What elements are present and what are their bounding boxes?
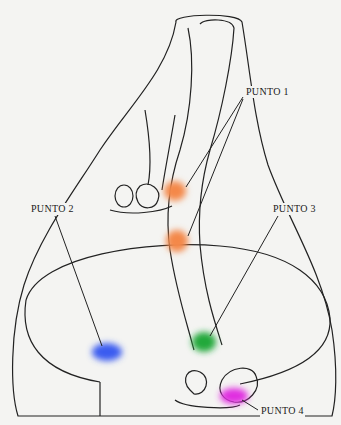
joint-line [110, 206, 172, 213]
muscle-line [99, 382, 100, 416]
pelvis-bone [185, 371, 206, 395]
joint-bone [136, 184, 159, 208]
kneecap [115, 185, 133, 207]
sample-spots [92, 181, 248, 404]
leader-line [188, 99, 243, 236]
orange-spot [166, 230, 188, 252]
tibia-bone [145, 110, 150, 185]
leader-line [55, 216, 102, 346]
callout-label: PUNTO 3 [272, 203, 317, 215]
orange-spot [164, 181, 186, 201]
callout-label: PUNTO 2 [30, 203, 75, 215]
leader-line [242, 400, 258, 410]
muscle-outline [26, 245, 330, 384]
blue-spot [92, 343, 122, 361]
leader-line [210, 216, 278, 336]
muscle-outline [25, 300, 100, 382]
ham-outline [13, 15, 336, 416]
leader-lines [55, 97, 278, 410]
femur-bone [199, 20, 234, 345]
callout-label: PUNTO 1 [245, 86, 290, 98]
leader-line [186, 97, 243, 187]
tibia-bone [162, 115, 175, 190]
ham-outline [13, 15, 336, 416]
green-spot [192, 332, 216, 352]
callout-label: PUNTO 4 [260, 405, 305, 417]
